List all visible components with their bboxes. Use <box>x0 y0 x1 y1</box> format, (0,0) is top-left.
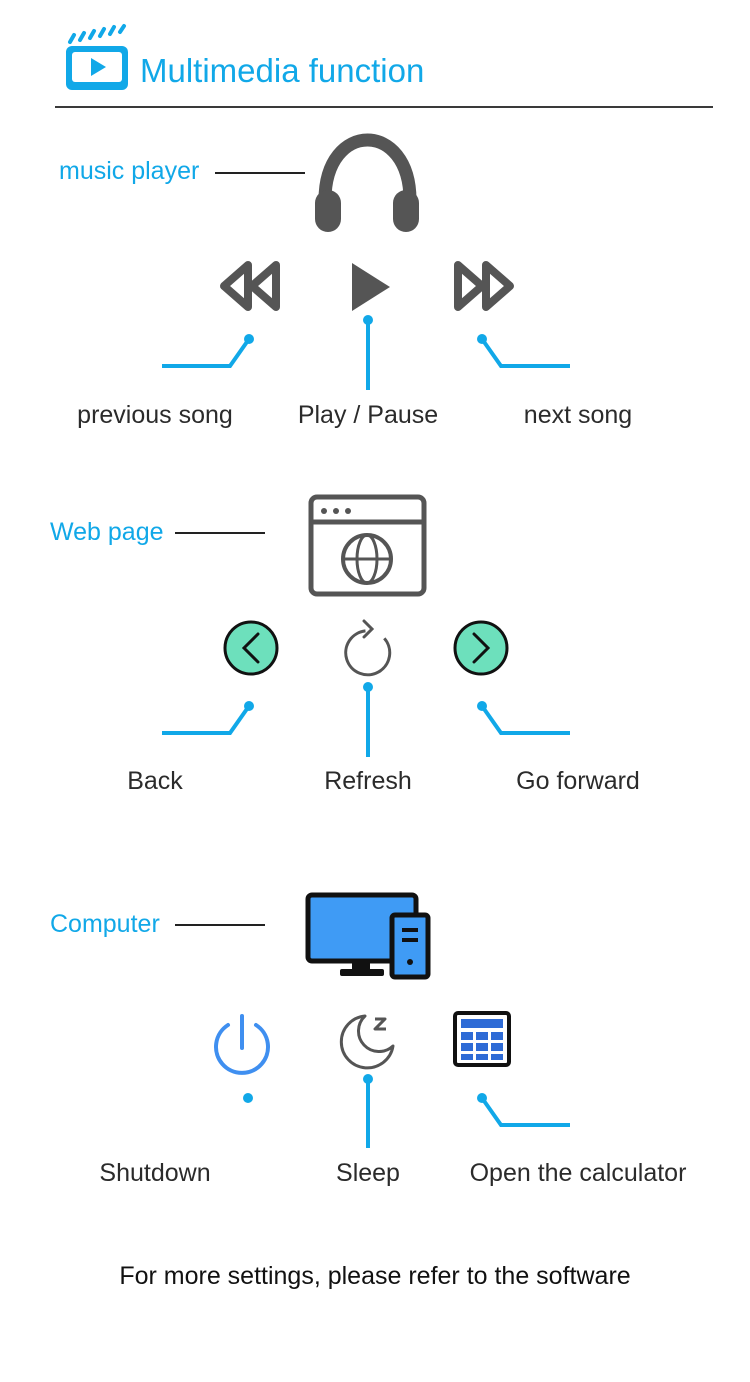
fast-forward-icon[interactable] <box>454 261 514 311</box>
music-callout-dots <box>244 315 487 344</box>
play-pause-label: Play / Pause <box>297 401 439 429</box>
browser-globe-icon <box>308 494 427 597</box>
computer-label: Computer <box>50 910 160 938</box>
back-icon[interactable] <box>223 620 279 676</box>
next-song-label: next song <box>523 401 633 429</box>
web-page-label: Web page <box>50 518 164 546</box>
play-icon[interactable] <box>352 263 390 311</box>
web-callout-lines <box>162 687 570 757</box>
music-callout-lines <box>162 320 570 390</box>
forward-icon[interactable] <box>453 620 509 676</box>
computer-callout-lines <box>366 1079 570 1148</box>
back-label: Back <box>127 767 183 795</box>
computer-icon <box>305 892 431 980</box>
header-graphics <box>66 24 128 90</box>
shutdown-label: Shutdown <box>99 1159 211 1187</box>
title-divider <box>55 106 713 108</box>
computer-callout-dots <box>243 1074 487 1103</box>
footer-note: For more settings, please refer to the s… <box>119 1262 631 1290</box>
power-icon[interactable] <box>214 1014 270 1075</box>
open-calculator-label: Open the calculator <box>469 1159 687 1187</box>
refresh-label: Refresh <box>324 767 412 795</box>
sleep-moon-icon[interactable] <box>339 1014 395 1070</box>
go-forward-label: Go forward <box>516 767 640 795</box>
music-player-label: music player <box>59 157 200 185</box>
page-title: Multimedia function <box>140 52 425 89</box>
calculator-icon[interactable] <box>453 1011 511 1067</box>
sleep-label: Sleep <box>336 1159 400 1187</box>
rewind-icon[interactable] <box>220 261 280 311</box>
refresh-icon[interactable] <box>338 619 398 683</box>
web-callout-dots <box>244 682 487 711</box>
headphones-icon <box>315 133 419 232</box>
video-clapper-icon <box>66 24 128 90</box>
previous-song-label: previous song <box>77 401 233 429</box>
